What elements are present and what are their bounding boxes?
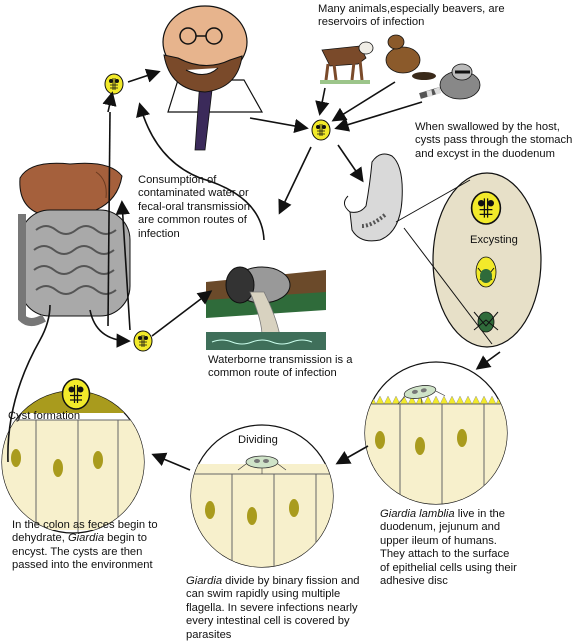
consumption-label: Consumption of contaminated water or fec…: [138, 174, 250, 240]
colon-text-1: In the colon as feces begin to dehydrate…: [12, 519, 158, 545]
reservoirs-label: Many animals,especially beavers, are res…: [318, 3, 505, 29]
dividing-label: Dividing: [238, 434, 278, 446]
dividing-genus: Giardia: [186, 575, 223, 587]
lamblia-description: Giardia lamblia live in the duodenum, je…: [380, 508, 520, 588]
intestine-illustration: [18, 162, 131, 326]
excysting-label: Excysting: [470, 234, 518, 246]
cyst-icon: [133, 330, 153, 352]
cyst-icon: [104, 73, 124, 95]
sewage-pipe-illustration: [206, 242, 326, 352]
stomach-illustration: [344, 153, 403, 242]
raccoon-illustration: [419, 63, 481, 100]
trophozoite-panel: [364, 361, 508, 505]
colon-label: In the colon as feces begin to dehydrate…: [12, 519, 172, 573]
lamblia-species: Giardia lamblia: [380, 508, 455, 520]
cycle-arrows: [7, 68, 501, 471]
waterborne-label: Waterborne transmission is a common rout…: [208, 354, 353, 380]
excystation-panel: [395, 172, 542, 348]
swallowed-label: When swallowed by the host, cysts pass t…: [415, 121, 573, 160]
scientist-illustration: [162, 5, 264, 151]
dividing-text: divide by binary fission and can swim ra…: [186, 575, 360, 641]
colon-genus: Giardia: [67, 532, 105, 545]
calf-illustration: [320, 41, 374, 84]
beaver-illustration: [385, 34, 436, 80]
cyst-icon: [311, 119, 331, 141]
cyst-formation-label: Cyst formation: [8, 410, 81, 422]
colon-text-2: begin to encyst. The cysts are then pass…: [12, 532, 153, 572]
cyst-formation-panel: [1, 378, 145, 534]
lamblia-text: live in the duodenum, jejunum and upper …: [380, 508, 517, 588]
dividing-description: Giardia divide by binary fission and can…: [186, 575, 376, 642]
